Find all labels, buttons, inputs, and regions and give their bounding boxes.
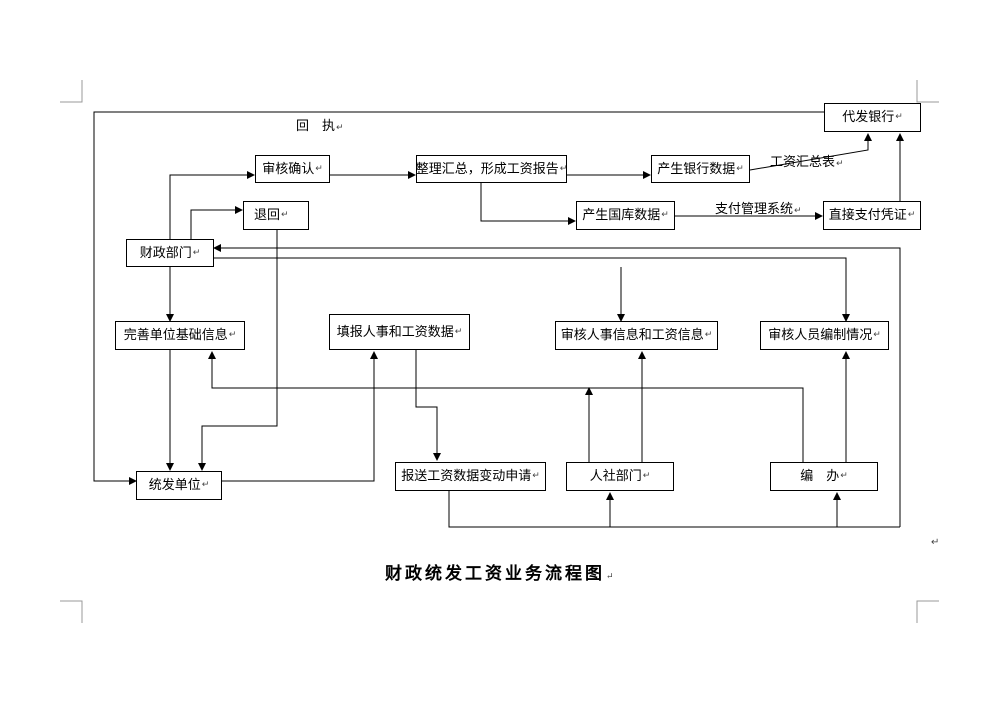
edge-unit-fill <box>222 351 378 482</box>
node-review-staff: 审核人员编制情况↵ <box>760 321 889 350</box>
node-review-hr: 审核人事信息和工资信息↵ <box>555 321 718 350</box>
diagram-title: 财政统发工资业务流程图↵ <box>385 564 614 584</box>
page-corner-marks <box>60 80 939 623</box>
node-return: 退回↵ <box>243 201 309 230</box>
node-bank-data: 产生银行数据↵ <box>651 155 750 183</box>
paragraph-mark: ↵ <box>281 210 289 220</box>
node-review: 审核确认↵ <box>255 155 330 183</box>
paragraph-mark: ↵ <box>661 210 669 220</box>
edge-fill-submit <box>415 350 441 461</box>
edge-return-unit <box>198 230 278 471</box>
edge-bus-finance <box>213 244 901 527</box>
paragraph-mark: ↵ <box>873 330 881 340</box>
paragraph-mark: ↵ <box>642 471 651 481</box>
paragraph-mark: ↵ <box>840 471 848 481</box>
paragraph-mark: ↵ <box>704 330 713 340</box>
edge-receipt <box>93 111 824 485</box>
paragraph-mark: ↵ <box>454 326 463 337</box>
node-unit-info: 完善单位基础信息↵ <box>115 321 245 350</box>
paragraph-mark: ↵ <box>794 206 802 216</box>
paragraph-mark: ↵ <box>736 163 744 174</box>
node-finance: 财政部门↵ <box>126 239 214 267</box>
paragraph-mark: ↵ <box>559 163 568 174</box>
node-staffing-office: 编 办↵ <box>770 462 878 491</box>
paragraph-mark: ↵ <box>931 537 940 548</box>
edge-summary-treasury <box>480 183 576 225</box>
paragraph-mark: ↵ <box>532 471 540 481</box>
edge-finance-review <box>169 171 255 239</box>
paragraph-mark: ↵ <box>606 572 614 582</box>
node-fill-data: 填报人事和工资数据↵ <box>329 314 470 350</box>
edge-bankdata-bank <box>749 133 872 171</box>
node-direct-pay: 直接支付凭证↵ <box>823 201 921 230</box>
edge-label-receipt: 回 执↵ <box>296 119 344 134</box>
edge-label-wage-summary: 工资汇总表↵ <box>770 155 844 170</box>
paragraph-mark: ↵ <box>836 159 844 169</box>
paragraph-mark: ↵ <box>192 247 201 258</box>
edge-finance-staff <box>214 257 850 322</box>
paragraph-mark: ↵ <box>315 163 323 174</box>
paragraph-mark: ↵ <box>201 480 210 490</box>
edge-label-payment-system: 支付管理系统↵ <box>715 202 802 217</box>
edge-staffing-unitinfo <box>208 351 804 462</box>
node-unified-unit: 统发单位↵ <box>136 471 222 500</box>
paragraph-mark: ↵ <box>228 330 237 340</box>
node-hr-dept: 人社部门↵ <box>566 462 674 491</box>
node-bank: 代发银行↵ <box>824 103 921 132</box>
paragraph-mark: ↵ <box>336 123 344 133</box>
paragraph-mark: ↵ <box>907 210 916 220</box>
edge-finance-return <box>190 206 243 239</box>
node-submit-change: 报送工资数据变动申请↵ <box>395 462 546 491</box>
node-treasury-data: 产生国库数据↵ <box>576 201 675 230</box>
edge-submit-bus <box>448 491 900 528</box>
paragraph-mark: ↵ <box>895 112 903 122</box>
node-summary: 整理汇总，形成工资报告↵ <box>416 155 567 183</box>
